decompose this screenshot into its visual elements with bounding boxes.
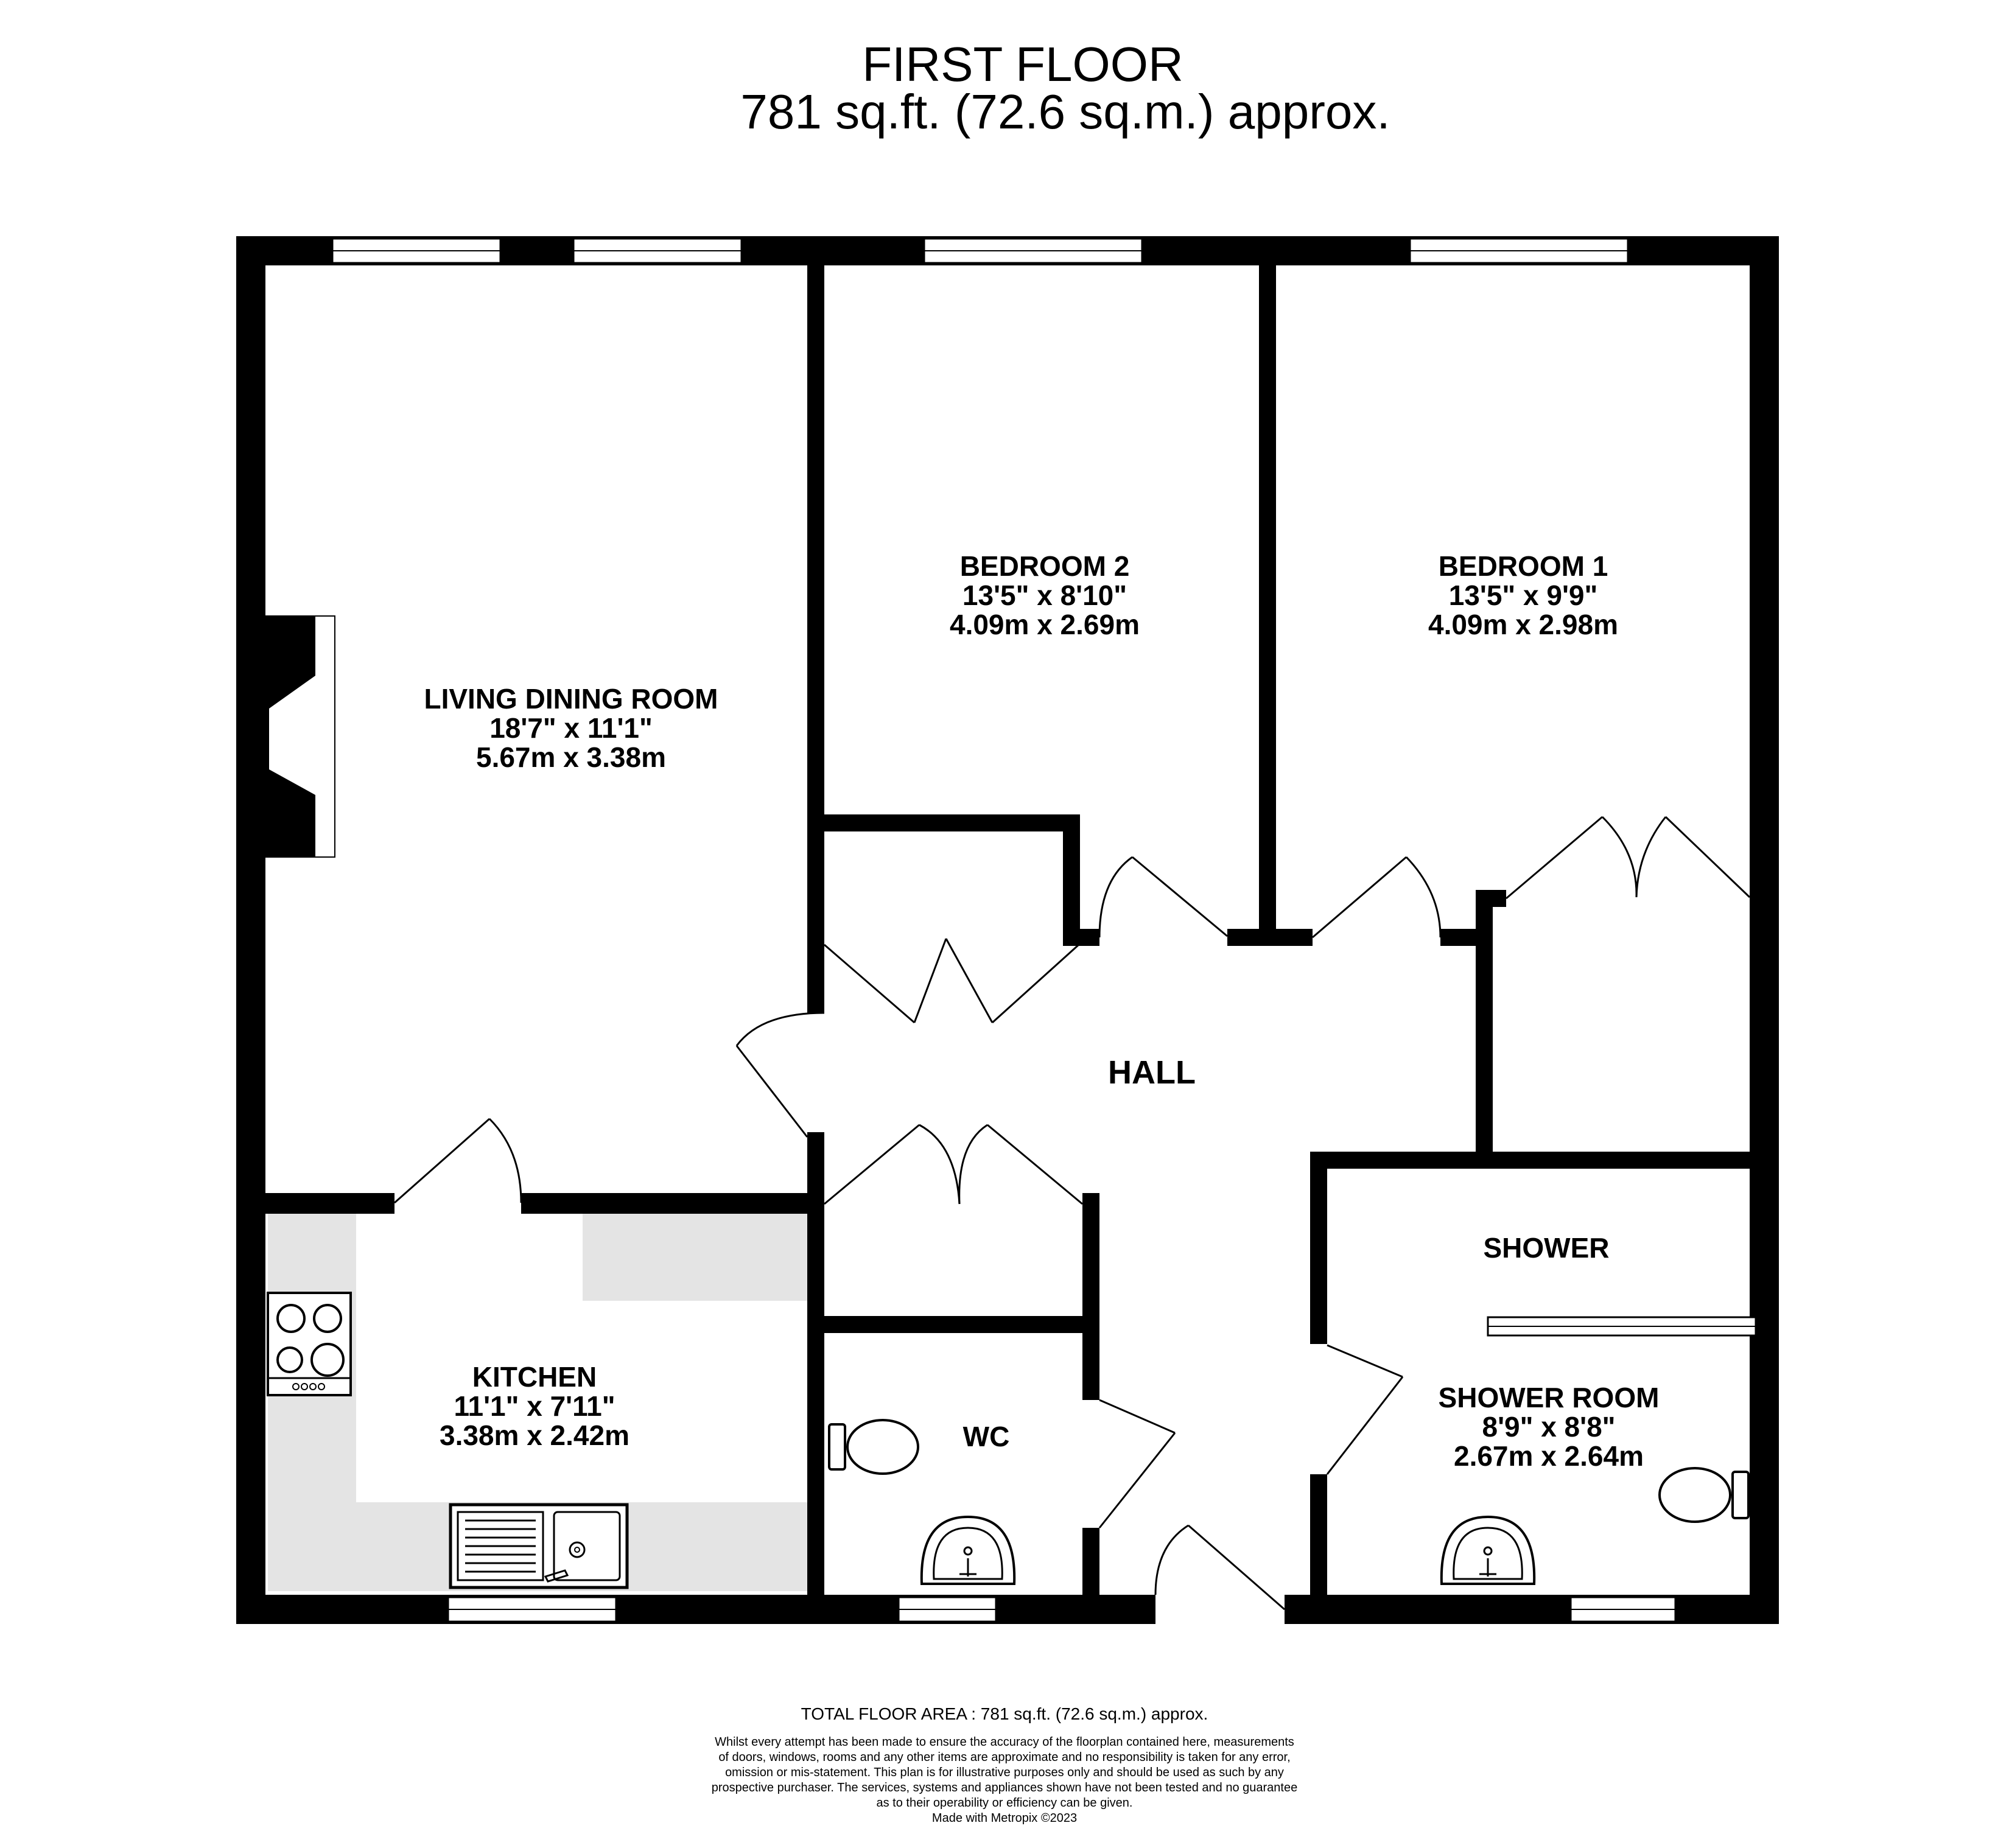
door-living-arc bbox=[735, 1012, 825, 1046]
wall-bed2-cupboard-side bbox=[1063, 814, 1080, 945]
living-room-imperial: 18'7" x 11'1" bbox=[489, 712, 653, 744]
door-wc-leaf bbox=[1099, 1399, 1176, 1434]
door-cupboard2-leaf-right bbox=[991, 943, 1080, 1024]
door-bed2-leaf bbox=[1132, 856, 1228, 937]
outer-wall-right bbox=[1750, 236, 1779, 1624]
shower-room-name: SHOWER ROOM bbox=[1439, 1382, 1660, 1413]
door-kitchen-leaf bbox=[394, 1118, 490, 1204]
wall-wc-hall-lower bbox=[1082, 1528, 1099, 1609]
outer-wall-bottom-left bbox=[236, 1595, 1155, 1624]
wall-cupboard-wc bbox=[824, 1316, 1099, 1333]
door-hall-cupboard-leaf-left bbox=[824, 1124, 920, 1205]
bedroom1-name: BEDROOM 1 bbox=[1439, 550, 1608, 582]
wall-bed1-wardrobe bbox=[1476, 890, 1493, 1152]
wall-wc-entrance bbox=[1099, 1595, 1155, 1624]
disclaimer: Whilst every attempt has been made to en… bbox=[0, 1735, 2009, 1826]
fireplace bbox=[265, 615, 335, 858]
door-wardrobe-leaf-left bbox=[1506, 816, 1603, 900]
shower-screen bbox=[1487, 1316, 1757, 1337]
bedroom1-metric: 4.09m x 2.98m bbox=[1428, 609, 1618, 640]
wc-name: WC bbox=[963, 1421, 1010, 1452]
floor-area-subtitle: 781 sq.ft. (72.6 sq.m.) approx. bbox=[740, 85, 1390, 139]
living-room-metric: 5.67m x 3.38m bbox=[476, 741, 666, 773]
basin-icon-shower-room bbox=[1440, 1515, 1536, 1585]
wall-shower-top bbox=[1310, 1152, 1779, 1169]
wall-bed1-wardrobe-top bbox=[1476, 890, 1506, 907]
bedroom1-imperial: 13'5" x 9'9" bbox=[1449, 579, 1598, 611]
toilet-icon-shower-room bbox=[1658, 1467, 1750, 1523]
credit-line: Made with Metropix ©2023 bbox=[931, 1811, 1078, 1825]
disclaimer-line: prospective purchaser. The services, sys… bbox=[711, 1781, 1298, 1794]
door-entrance-leaf bbox=[1188, 1524, 1285, 1611]
bedroom2-imperial: 13'5" x 8'10" bbox=[962, 579, 1127, 611]
kitchen-metric: 3.38m x 2.42m bbox=[440, 1419, 629, 1451]
sink-icon bbox=[449, 1503, 629, 1589]
door-entrance-arc bbox=[1154, 1524, 1189, 1595]
shower-room-metric: 2.67m x 2.64m bbox=[1454, 1440, 1644, 1472]
wall-bed2-bed1 bbox=[1259, 265, 1276, 945]
wall-living-kitchen-right bbox=[521, 1193, 824, 1214]
worktop-top-right bbox=[583, 1209, 807, 1301]
disclaimer-line: Whilst every attempt has been made to en… bbox=[715, 1735, 1294, 1749]
wall-living-bed2 bbox=[807, 265, 824, 1013]
basin-icon-wc bbox=[920, 1515, 1016, 1585]
shower-name: SHOWER bbox=[1484, 1232, 1610, 1264]
wall-shower-left-upper bbox=[1310, 1152, 1327, 1344]
outer-wall-bottom-right bbox=[1285, 1595, 1779, 1624]
total-floor-area: TOTAL FLOOR AREA : 781 sq.ft. (72.6 sq.m… bbox=[801, 1704, 1208, 1723]
hall-name: HALL bbox=[1108, 1054, 1196, 1091]
door-bed1-arc bbox=[1405, 856, 1442, 938]
outer-wall-left bbox=[236, 236, 265, 1624]
door-hall-cupboard-leaf-right bbox=[987, 1124, 1083, 1205]
floor-title: FIRST FLOOR bbox=[862, 37, 1183, 91]
disclaimer-line: omission or mis-statement. This plan is … bbox=[725, 1766, 1284, 1779]
bedroom2-name: BEDROOM 2 bbox=[960, 550, 1130, 582]
shower-room-imperial: 8'9" x 8'8" bbox=[1482, 1411, 1616, 1443]
door-living-leaf bbox=[735, 1045, 808, 1138]
door-kitchen-arc bbox=[488, 1118, 522, 1203]
door-bed1-leaf bbox=[1312, 856, 1407, 939]
door-shower-leaf bbox=[1327, 1344, 1403, 1378]
door-wardrobe-leaf-right bbox=[1664, 816, 1751, 898]
window-glazing-lines bbox=[332, 250, 1675, 1610]
wall-bed2-bed1-stub bbox=[1227, 929, 1313, 946]
wall-cupboard-hall bbox=[1082, 1193, 1099, 1400]
doors bbox=[394, 816, 1751, 1611]
wall-bed2-cupboard-top bbox=[824, 814, 1080, 831]
room-labels: LIVING DINING ROOM 18'7" x 11'1" 5.67m x… bbox=[424, 550, 1660, 1472]
wall-shower-left-lower bbox=[1310, 1474, 1327, 1609]
door-cupboard2-leaf-left bbox=[824, 943, 915, 1024]
footer: TOTAL FLOOR AREA : 781 sq.ft. (72.6 sq.m… bbox=[0, 1704, 2009, 1826]
door-bed2-arc bbox=[1098, 856, 1133, 938]
kitchen-name: KITCHEN bbox=[472, 1361, 597, 1393]
bedroom2-metric: 4.09m x 2.69m bbox=[950, 609, 1140, 640]
hob-icon bbox=[267, 1292, 352, 1396]
wall-bed2-stub bbox=[1063, 929, 1099, 946]
disclaimer-line: of doors, windows, rooms and any other i… bbox=[718, 1751, 1291, 1764]
toilet-icon-wc bbox=[828, 1419, 919, 1475]
kitchen-imperial: 11'1" x 7'11" bbox=[454, 1390, 615, 1422]
disclaimer-line: as to their operability or efficiency ca… bbox=[876, 1796, 1133, 1810]
wall-living-kitchen-left bbox=[265, 1193, 394, 1214]
living-room-name: LIVING DINING ROOM bbox=[424, 683, 718, 715]
